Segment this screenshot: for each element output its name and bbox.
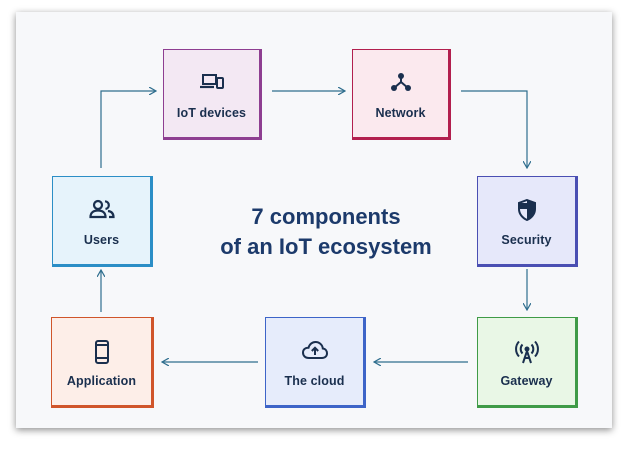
- cloud-upload-icon: [301, 340, 328, 359]
- node-label: The cloud: [284, 374, 345, 388]
- diagram-card: IoT devices Network Security: [16, 12, 612, 428]
- node-iot-devices: IoT devices: [163, 49, 262, 140]
- diagram-title: 7 components of an IoT ecosystem: [196, 202, 456, 262]
- node-network: Network: [352, 49, 451, 140]
- arrow-users-to-iot-devices: [100, 91, 156, 168]
- node-label: Network: [375, 106, 426, 120]
- node-label: Application: [66, 374, 137, 388]
- title-line-1: 7 components: [251, 204, 401, 229]
- antenna-icon: [514, 340, 539, 364]
- network-icon: [390, 73, 411, 91]
- node-the-cloud: The cloud: [265, 317, 366, 408]
- devices-icon: [199, 74, 224, 89]
- node-security: Security: [477, 176, 578, 267]
- node-label: Security: [501, 233, 552, 247]
- node-gateway: Gateway: [477, 317, 578, 408]
- node-label: Gateway: [500, 374, 553, 388]
- node-label: IoT devices: [176, 106, 247, 120]
- node-application: Application: [51, 317, 154, 408]
- title-line-2: of an IoT ecosystem: [220, 234, 432, 259]
- flow-arrows: [16, 12, 612, 428]
- users-icon: [88, 199, 115, 219]
- shield-icon: [517, 199, 536, 221]
- node-label: Users: [83, 233, 120, 247]
- node-users: Users: [52, 176, 153, 267]
- arrow-network-to-security: [461, 90, 527, 168]
- phone-icon: [94, 340, 109, 364]
